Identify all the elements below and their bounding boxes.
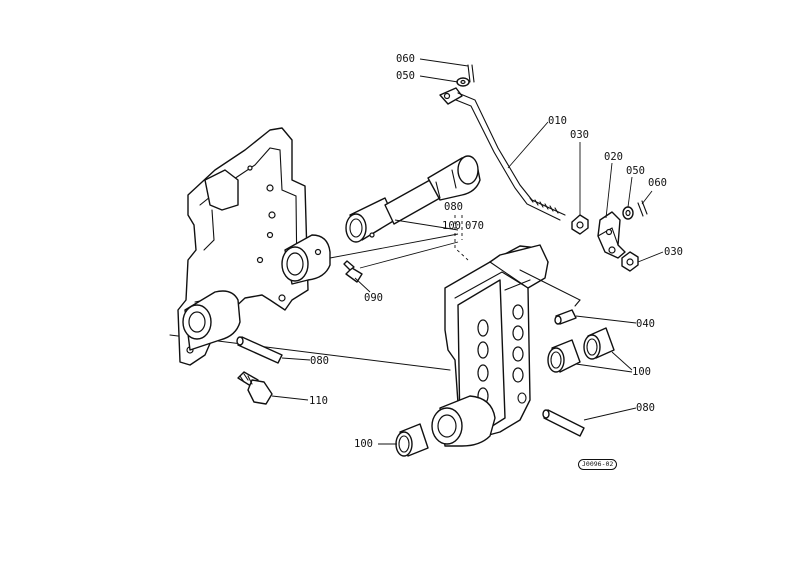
callout-060-right: 060 (648, 177, 667, 189)
assembly-leaders (329, 215, 469, 269)
bushing-right-2 (583, 327, 615, 360)
callout-090: 090 (364, 292, 383, 304)
callout-110: 110 (309, 395, 328, 407)
grease-nipple (343, 260, 363, 283)
reference-code: J0096-02 (578, 459, 618, 470)
callout-030-upper: 030 (570, 129, 589, 141)
callout-100-bottom: 100 (354, 438, 373, 450)
callout-080-upper: 080 (444, 201, 463, 213)
lower-pivot-boss (182, 290, 241, 351)
callout-100-right: 100 (632, 366, 651, 378)
pin-040 (554, 309, 577, 325)
callout-leaders (271, 58, 664, 445)
callout-050-top: 050 (396, 70, 415, 82)
bushing-right-1 (547, 339, 581, 373)
washer-pin-right (622, 200, 648, 220)
callout-080-left: 080 (310, 355, 329, 367)
callout-030-lower: 030 (664, 246, 683, 258)
pin-080-right (542, 409, 585, 437)
pin-080-left (236, 336, 283, 364)
bushing-bottom (395, 423, 429, 457)
upper-boss (281, 234, 331, 285)
callout-070: 070 (465, 220, 484, 232)
callout-050-right: 050 (626, 165, 645, 177)
nut-lower (621, 251, 639, 272)
callout-060-top: 060 (396, 53, 415, 65)
split-pin-top (456, 64, 475, 87)
callout-100-upper: 100 (442, 220, 461, 232)
callout-010: 010 (548, 115, 567, 127)
pedal-hub (431, 395, 496, 447)
callout-020: 020 (604, 151, 623, 163)
callout-040: 040 (636, 318, 655, 330)
nut-upper (571, 214, 589, 235)
clevis (597, 211, 626, 259)
pedal-shaft (345, 155, 481, 243)
callout-080-right: 080 (636, 402, 655, 414)
bolt-110 (237, 371, 273, 405)
